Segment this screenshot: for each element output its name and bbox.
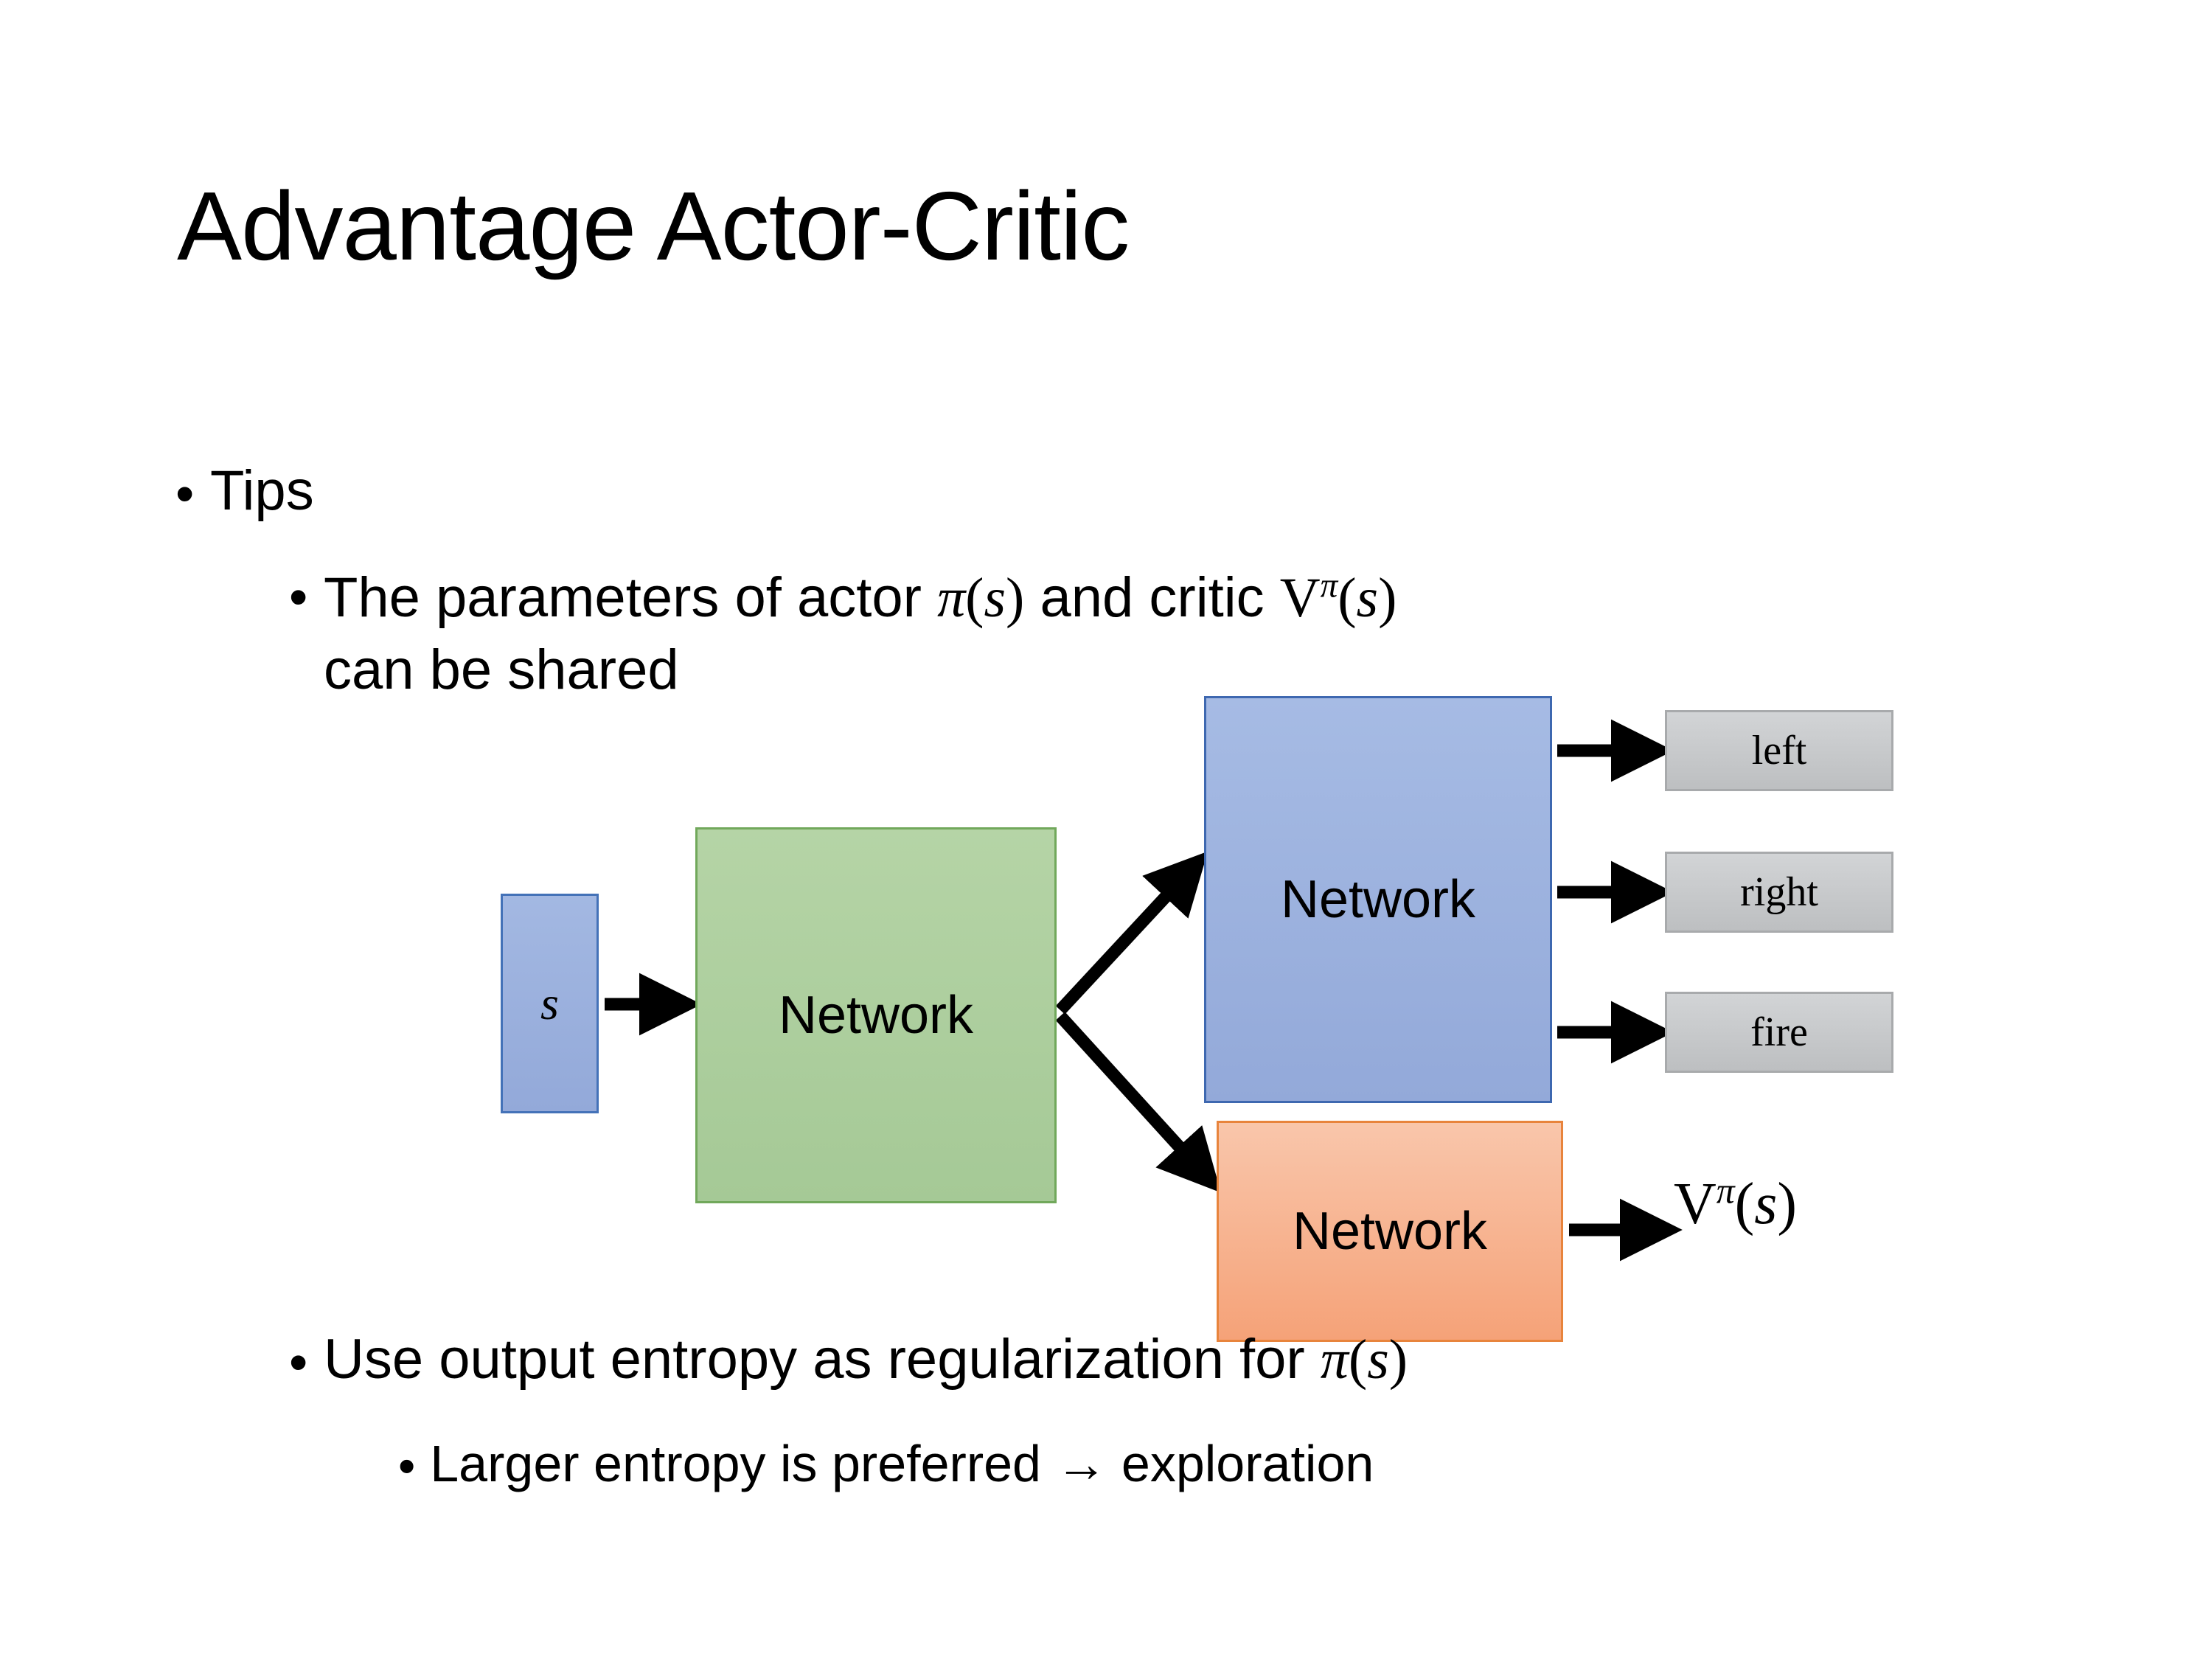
state-input-label: s xyxy=(540,977,559,1029)
action-box-left[interactable]: left xyxy=(1665,710,1893,791)
state-input-box[interactable]: s xyxy=(501,894,599,1113)
bullet-larger-entropy: • Larger entropy is preferred → explorat… xyxy=(398,1434,1374,1493)
critic-network-box[interactable]: Network xyxy=(1217,1121,1563,1342)
action-label-left: left xyxy=(1751,728,1807,773)
action-box-right[interactable]: right xyxy=(1665,852,1893,933)
entropy-prefix: Use output entropy as regularization for xyxy=(323,1328,1321,1391)
bullet-shared-parameters: • The parameters of actor π(s) and criti… xyxy=(289,562,1533,706)
params-line2: can be shared xyxy=(323,639,679,702)
shared-network-label: Network xyxy=(778,986,974,1045)
bullet-tips: • Tips xyxy=(175,459,314,523)
bullet-marker-icon: • xyxy=(175,464,195,524)
actor-network-label: Network xyxy=(1280,870,1476,929)
critic-network-label: Network xyxy=(1292,1202,1488,1261)
bullet-entropy-text: Use output entropy as regularization for… xyxy=(324,1327,1408,1392)
bullet-marker-icon: • xyxy=(289,1332,308,1392)
bullet-marker-icon: • xyxy=(289,567,308,627)
critic-output-formula: Vπ(s) xyxy=(1674,1170,1798,1237)
bullet-shared-parameters-text: The parameters of actor π(s) and critic … xyxy=(324,562,1533,706)
page-title: Advantage Actor-Critic xyxy=(177,172,1130,280)
action-box-fire[interactable]: fire xyxy=(1665,992,1893,1073)
shared-network-box[interactable]: Network xyxy=(695,827,1057,1203)
bullet-entropy-regularization: • Use output entropy as regularization f… xyxy=(289,1327,1408,1392)
bullet-marker-icon: • xyxy=(398,1439,416,1494)
bullet-tips-label: Tips xyxy=(209,459,314,522)
action-label-fire: fire xyxy=(1750,1009,1808,1055)
action-label-right: right xyxy=(1740,869,1818,915)
pi-of-s-formula: π(s) xyxy=(1320,1329,1408,1391)
params-mid: and critic xyxy=(1024,566,1280,629)
params-prefix: The parameters of actor xyxy=(323,566,938,629)
bullet-larger-entropy-label: Larger entropy is preferred → exploratio… xyxy=(430,1435,1374,1492)
pi-of-s-formula: π(s) xyxy=(937,567,1025,629)
v-pi-of-s-formula: Vπ(s) xyxy=(1279,566,1397,629)
actor-network-box[interactable]: Network xyxy=(1204,696,1552,1103)
